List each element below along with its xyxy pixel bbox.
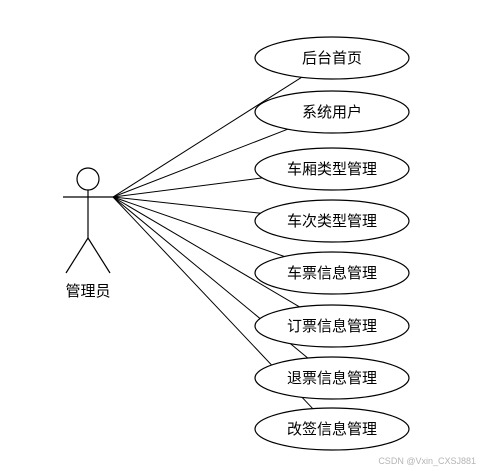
use-case-1[interactable]: 系统用户 [254,90,410,134]
watermark: CSDN @Vxin_CXSJ881 [378,456,476,466]
use-case-ellipse[interactable] [254,36,410,80]
association-line [112,177,263,198]
actor-head [76,167,100,191]
use-case-label: 车票信息管理 [287,264,377,282]
use-case-ellipse[interactable] [254,147,410,191]
use-case-2[interactable]: 车厢类型管理 [254,147,410,191]
use-case-7[interactable]: 改签信息管理 [254,407,410,451]
use-case-label: 车厢类型管理 [287,160,377,178]
association-line [112,76,302,198]
use-case-label: 系统用户 [302,103,362,121]
association-line [112,128,288,198]
actor-left-leg [65,237,89,274]
use-case-3[interactable]: 车次类型管理 [254,199,410,243]
use-case-0[interactable]: 后台首页 [254,36,410,80]
association-line [112,196,261,214]
use-case-label: 退票信息管理 [287,369,377,387]
use-case-4[interactable]: 车票信息管理 [254,251,410,295]
association-line [112,196,285,257]
use-case-ellipse[interactable] [254,199,410,243]
use-case-ellipse[interactable] [254,407,410,451]
actor-label: 管理员 [65,282,110,300]
use-case-5[interactable]: 订票信息管理 [254,304,410,348]
use-case-ellipse[interactable] [254,251,410,295]
use-case-ellipse[interactable] [254,90,410,134]
actor: 管理员 [63,167,113,300]
use-case-label: 订票信息管理 [287,317,377,335]
actor-right-leg [87,237,111,274]
association-line [112,196,300,308]
use-case-label: 车次类型管理 [287,212,377,230]
association-lines [112,76,314,410]
use-case-6[interactable]: 退票信息管理 [254,356,410,400]
use-case-ellipse[interactable] [254,356,410,400]
use-case-label: 后台首页 [302,49,362,67]
use-case-ellipse[interactable] [254,304,410,348]
use-case-label: 改签信息管理 [287,420,377,438]
